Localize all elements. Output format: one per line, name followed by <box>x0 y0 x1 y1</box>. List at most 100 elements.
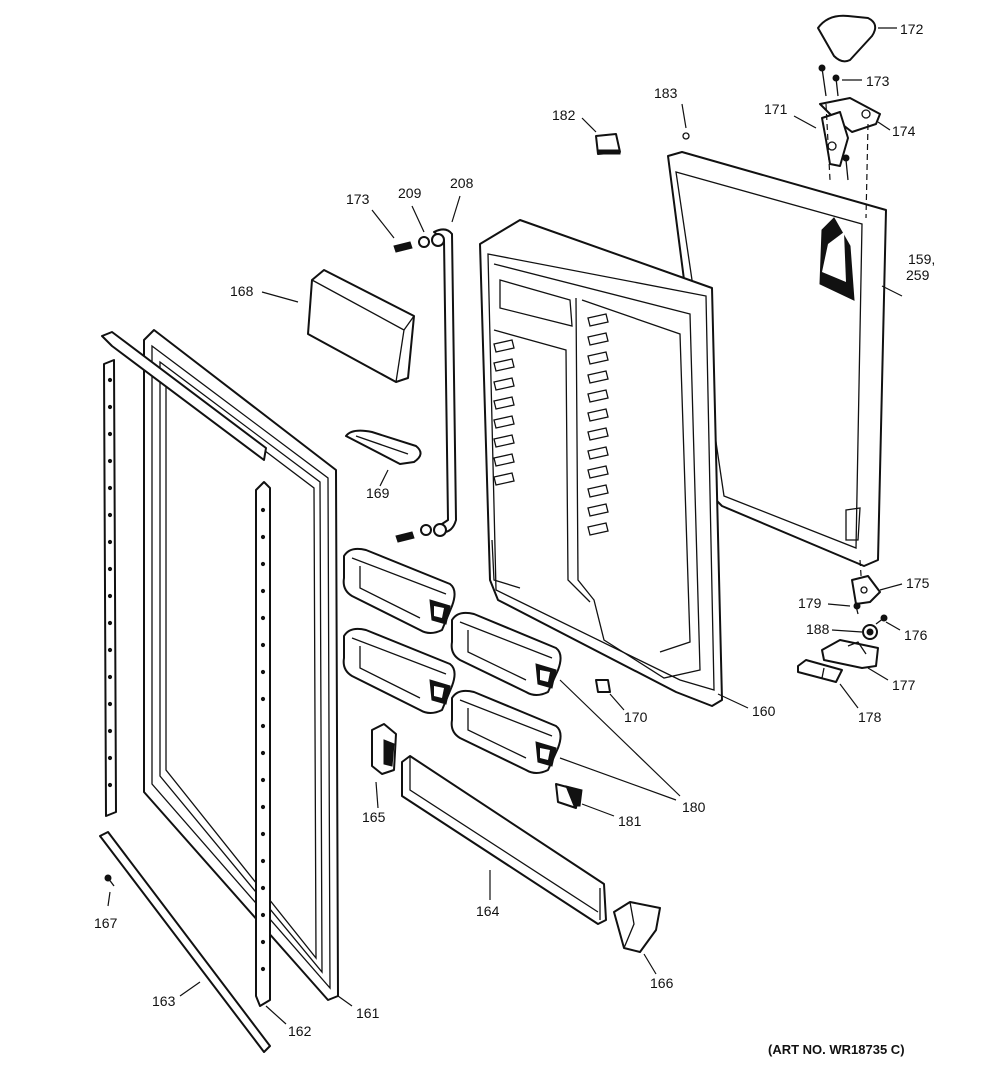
strip-hole <box>260 966 266 972</box>
strip-hole <box>260 939 266 945</box>
part-182-block <box>595 133 621 155</box>
strip-hole <box>260 669 266 675</box>
shelf-rib-right <box>587 389 609 403</box>
shelf-rib-left <box>493 472 515 486</box>
strip-hole <box>107 404 113 410</box>
strip-hole <box>107 377 113 383</box>
callout-163: 163 <box>152 993 176 1009</box>
strip-hole <box>260 561 266 567</box>
part-164-dairy-bar <box>401 755 607 925</box>
callout-183: 183 <box>654 85 678 101</box>
shelf-rib-left <box>493 453 515 467</box>
part-161-door-gasket <box>143 329 339 1001</box>
shelf-rib-right <box>587 313 609 327</box>
shelf-rib-right <box>587 522 609 536</box>
callout-208: 208 <box>450 175 474 191</box>
callout-178: 178 <box>858 709 882 725</box>
shelf-rib-left <box>493 339 515 353</box>
part-bin-upper-right <box>450 611 562 696</box>
liner-shelf-ribs <box>493 313 609 536</box>
callout-177: 177 <box>892 677 916 693</box>
shelf-rib-right <box>587 332 609 346</box>
part-176-screw <box>875 614 888 625</box>
strip-hole <box>260 534 266 540</box>
strip-hole <box>107 485 113 491</box>
part-175-lower-hinge <box>851 575 881 605</box>
part-177-bracket <box>821 639 879 669</box>
strip-hole <box>260 696 266 702</box>
part-160-door-liner <box>479 219 723 707</box>
strip-hole <box>107 701 113 707</box>
strip-left-holes <box>107 377 113 788</box>
strip-hole <box>107 458 113 464</box>
callout-181: 181 <box>618 813 642 829</box>
strip-hole <box>107 539 113 545</box>
part-bin-lower-right <box>450 689 562 774</box>
callout-165: 165 <box>362 809 386 825</box>
callout-188: 188 <box>806 621 830 637</box>
shelf-rib-right <box>587 427 609 441</box>
shelf-rib-right <box>587 484 609 498</box>
strip-hole <box>260 507 266 513</box>
callout-162: 162 <box>288 1023 312 1039</box>
strip-hole <box>260 777 266 783</box>
strip-162-holes <box>260 507 266 972</box>
strip-hole <box>260 858 266 864</box>
strip-hole <box>260 723 266 729</box>
shelf-rib-right <box>587 446 609 460</box>
shelf-rib-left <box>493 377 515 391</box>
shelf-rib-right <box>587 408 609 422</box>
callout-174: 174 <box>892 123 916 139</box>
part-188-washer <box>862 624 878 640</box>
callout-175: 175 <box>906 575 930 591</box>
shelf-rib-left <box>493 358 515 372</box>
callout-172: 172 <box>900 21 924 37</box>
strip-hole <box>260 912 266 918</box>
strip-hole <box>260 588 266 594</box>
strip-hole <box>107 566 113 572</box>
part-163-bottom-strip <box>99 831 271 1053</box>
part-167-screw <box>104 874 115 887</box>
part-bin-lower-left <box>342 627 456 714</box>
callout-167: 167 <box>94 915 118 931</box>
strip-hole <box>107 512 113 518</box>
part-bin-upper-left <box>342 547 456 634</box>
part-168-handle-cover <box>307 269 415 383</box>
shelf-rib-left <box>493 396 515 410</box>
strip-hole <box>260 885 266 891</box>
strip-hole <box>260 804 266 810</box>
strip-hole <box>260 642 266 648</box>
strip-hole <box>107 593 113 599</box>
callout-161: 161 <box>356 1005 380 1021</box>
callout-182: 182 <box>552 107 576 123</box>
part-181-block <box>555 783 583 809</box>
part-169-handle <box>345 429 422 465</box>
callout-169: 169 <box>366 485 390 501</box>
part-172-hinge-cap <box>817 14 877 63</box>
strip-hole <box>107 782 113 788</box>
part-162-strip <box>255 481 271 1007</box>
art-number: (ART NO. WR18735 C) <box>768 1042 905 1057</box>
shelf-rib-right <box>587 370 609 384</box>
strip-hole <box>107 674 113 680</box>
strip-hole <box>260 750 266 756</box>
callout-179: 179 <box>798 595 822 611</box>
callout-159: 159, <box>908 251 935 267</box>
callout-170: 170 <box>624 709 648 725</box>
callout-176: 176 <box>904 627 928 643</box>
callout-180: 180 <box>682 799 706 815</box>
callout-259: 259 <box>906 267 930 283</box>
shelf-rib-right <box>587 465 609 479</box>
strip-hole <box>260 831 266 837</box>
strip-hole <box>107 728 113 734</box>
part-159-outer-door-panel <box>667 151 887 567</box>
part-165-clip <box>371 723 397 775</box>
strip-hole <box>107 431 113 437</box>
part-208-handle-rod <box>393 228 457 543</box>
strip-hole <box>107 755 113 761</box>
shelf-rib-left <box>493 415 515 429</box>
part-left-strip <box>101 331 267 817</box>
shelf-rib-left <box>493 434 515 448</box>
strip-hole <box>260 615 266 621</box>
